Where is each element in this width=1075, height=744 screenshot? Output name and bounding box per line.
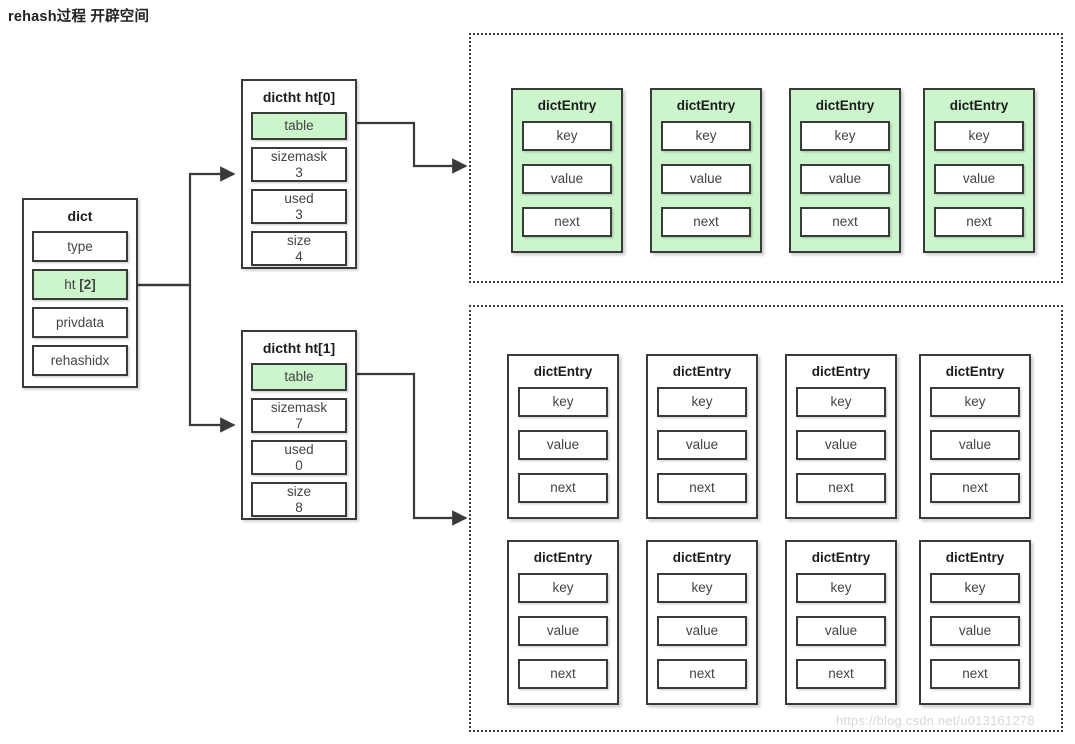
dict-entry-field-next[interactable]: next [657, 472, 747, 503]
dict-entry-field-key[interactable]: key [661, 120, 751, 151]
dictht-ht0-field-used[interactable]: used 3 [251, 189, 347, 224]
dict-entry-field-next[interactable]: next [518, 658, 608, 689]
dict-entry: dictEntry key value next [511, 88, 623, 253]
dict-entry-field-value[interactable]: value [796, 615, 886, 646]
dictht-ht1-field-table[interactable]: table [251, 363, 347, 391]
dict-entry: dictEntry key value next [789, 88, 901, 253]
dictht-ht0-title: dictht ht[0] [262, 89, 336, 105]
dict-entry-title: dictEntry [533, 364, 593, 379]
dictht-ht0-field-table[interactable]: table [251, 112, 347, 140]
dict-field-type[interactable]: type [32, 231, 128, 262]
dict-struct: dict type ht [2] privdata rehashidx [22, 198, 138, 388]
dict-entry: dictEntry key value next [650, 88, 762, 253]
dictht-ht1-struct: dictht ht[1] table sizemask 7 used 0 siz… [241, 330, 357, 520]
dict-entry-field-key[interactable]: key [930, 572, 1020, 603]
edge-ht0-table-to-region [357, 121, 468, 174]
dict-entry-field-value[interactable]: value [522, 163, 612, 194]
dict-entry-field-next[interactable]: next [934, 206, 1024, 237]
dict-entry: dictEntry key value next [785, 540, 897, 705]
dict-field-privdata[interactable]: privdata [32, 307, 128, 338]
dict-entry-title: dictEntry [945, 364, 1005, 379]
page-title: rehash过程 开辟空间 [8, 9, 150, 25]
dict-entry-field-value[interactable]: value [661, 163, 751, 194]
dict-entry: dictEntry key value next [646, 540, 758, 705]
edge-ht1-table-to-region [357, 372, 468, 526]
dict-entry-field-value[interactable]: value [800, 163, 890, 194]
dict-entry-field-key[interactable]: key [518, 386, 608, 417]
dict-entry-title: dictEntry [815, 98, 875, 113]
dict-entry-field-key[interactable]: key [522, 120, 612, 151]
dict-entry-title: dictEntry [811, 550, 871, 565]
dict-entry: dictEntry key value next [919, 354, 1031, 519]
dict-entry-title: dictEntry [676, 98, 736, 113]
dict-entry-title: dictEntry [533, 550, 593, 565]
dict-entry-title: dictEntry [537, 98, 597, 113]
dict-entry: dictEntry key value next [646, 354, 758, 519]
dict-entry-field-value[interactable]: value [518, 615, 608, 646]
dict-entry-field-next[interactable]: next [661, 206, 751, 237]
dict-entry: dictEntry key value next [923, 88, 1035, 253]
dict-entry-title: dictEntry [672, 364, 732, 379]
dict-entry-field-next[interactable]: next [796, 658, 886, 689]
edge-dict-ht-to-dictht1 [138, 283, 236, 433]
edge-dict-ht-to-dictht0 [138, 166, 236, 287]
dictht-ht0-struct: dictht ht[0] table sizemask 3 used 3 siz… [241, 79, 357, 269]
dict-entry-field-key[interactable]: key [934, 120, 1024, 151]
dict-entry-field-value[interactable]: value [934, 163, 1024, 194]
dictht-ht0-field-size[interactable]: size 4 [251, 231, 347, 266]
dict-entry-field-next[interactable]: next [930, 472, 1020, 503]
ht1-entries-region [469, 305, 1063, 732]
dict-entry-field-next[interactable]: next [796, 472, 886, 503]
dict-entry-field-key[interactable]: key [796, 572, 886, 603]
dict-entry-field-key[interactable]: key [518, 572, 608, 603]
dict-entry-title: dictEntry [949, 98, 1009, 113]
dict-entry: dictEntry key value next [919, 540, 1031, 705]
dict-entry-field-key[interactable]: key [796, 386, 886, 417]
dict-entry-field-next[interactable]: next [800, 206, 890, 237]
dictht-ht1-field-sizemask[interactable]: sizemask 7 [251, 398, 347, 433]
dict-entry-field-next[interactable]: next [657, 658, 747, 689]
dict-entry-field-value[interactable]: value [657, 615, 747, 646]
dict-entry-field-next[interactable]: next [522, 206, 612, 237]
dictht-ht1-field-size[interactable]: size 8 [251, 482, 347, 517]
dict-entry-field-value[interactable]: value [930, 615, 1020, 646]
watermark: https://blog.csdn.net/u013161278 [836, 713, 1035, 728]
dict-entry-field-key[interactable]: key [800, 120, 890, 151]
dict-entry-field-key[interactable]: key [930, 386, 1020, 417]
dict-entry-field-value[interactable]: value [796, 429, 886, 460]
dict-entry-field-key[interactable]: key [657, 386, 747, 417]
dict-entry-field-value[interactable]: value [657, 429, 747, 460]
dict-entry-field-next[interactable]: next [930, 658, 1020, 689]
ht0-entries-region [469, 33, 1063, 283]
dictht-ht1-field-used[interactable]: used 0 [251, 440, 347, 475]
dict-entry-field-value[interactable]: value [930, 429, 1020, 460]
dict-entry-title: dictEntry [945, 550, 1005, 565]
dict-entry-field-key[interactable]: key [657, 572, 747, 603]
dict-entry: dictEntry key value next [785, 354, 897, 519]
dict-entry-field-next[interactable]: next [518, 472, 608, 503]
dict-field-rehashidx[interactable]: rehashidx [32, 345, 128, 376]
dict-struct-title: dict [67, 208, 93, 224]
dict-entry-title: dictEntry [811, 364, 871, 379]
dictht-ht0-field-sizemask[interactable]: sizemask 3 [251, 147, 347, 182]
dict-entry: dictEntry key value next [507, 540, 619, 705]
dict-field-ht[interactable]: ht [2] [32, 269, 128, 300]
dictht-ht1-title: dictht ht[1] [262, 340, 336, 356]
dict-entry: dictEntry key value next [507, 354, 619, 519]
dict-entry-field-value[interactable]: value [518, 429, 608, 460]
dict-entry-title: dictEntry [672, 550, 732, 565]
